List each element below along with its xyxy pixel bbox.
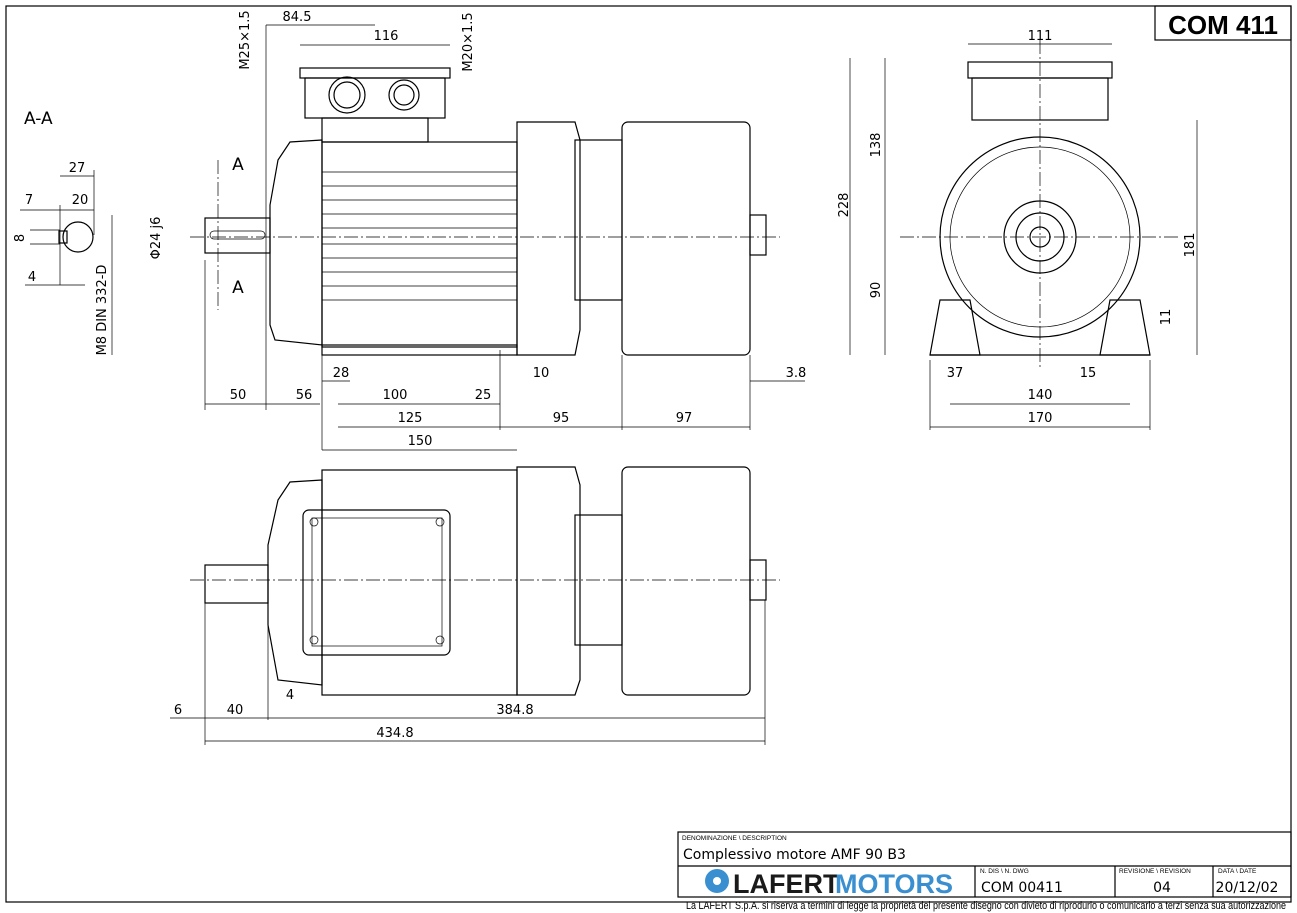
drawing-no: COM 00411 [981,880,1063,896]
dim-3-8: 3.8 [786,366,807,381]
dim-140: 140 [1028,388,1053,403]
dim-95: 95 [553,411,570,426]
dim-20: 20 [72,193,89,208]
dim-28: 28 [333,366,350,381]
dim-100: 100 [383,388,408,403]
dim-111: 111 [1028,29,1053,44]
section-mark-a-top: A [232,155,244,175]
copyright-footer: La LAFERT S.p.A. si riserva a termini di… [686,900,1286,912]
dim-8: 8 [13,234,28,242]
code-box [1154,5,1292,41]
dim-25: 25 [475,388,492,403]
dim-40: 40 [227,703,244,718]
revision-label: REVISIONE \ REVISION [1119,868,1191,875]
dim-170: 170 [1028,411,1053,426]
dim-50: 50 [230,388,247,403]
dim-138: 138 [869,133,884,158]
dim-11: 11 [1159,309,1174,326]
logo-text-motors: MOTORS [835,869,953,899]
description-label: DENOMINAZIONE \ DESCRIPTION [682,835,787,842]
dim-90: 90 [869,282,884,299]
dim-10: 10 [533,366,550,381]
section-mark-a-bottom: A [232,278,244,298]
dim-97: 97 [676,411,693,426]
dim-228: 228 [837,193,852,218]
date-label: DATA \ DATE [1218,868,1257,875]
dim-434-8: 434.8 [376,726,413,741]
dim-shaft-diameter: Φ24 j6 [149,217,164,260]
dim-4-top: 4 [286,688,294,703]
drawing-no-label: N. DIS \ N. DWG [980,868,1029,875]
top-view: 6 40 4 384.8 434.8 [170,466,780,745]
front-view: 111 138 228 90 181 11 37 15 140 170 [837,29,1198,430]
description: Complessivo motore AMF 90 B3 [683,847,906,863]
dim-384-8: 384.8 [496,703,533,718]
revision: 04 [1153,880,1171,896]
title-block: DENOMINAZIONE \ DESCRIPTION Complessivo … [677,831,1292,899]
section-a-a: A-A 27 7 20 8 4 M8 DIN 332-D [13,109,113,356]
dim-m20: M20×1.5 [461,12,476,71]
dim-m25: M25×1.5 [238,10,253,69]
dim-181: 181 [1183,233,1198,258]
dim-125: 125 [398,411,423,426]
section-label: A-A [24,109,53,129]
logo-text-lafert: LAFERT [733,869,840,899]
dim-6: 6 [174,703,182,718]
lafert-logo: LAFERT MOTORS [705,869,953,899]
drawing-border [5,5,1292,903]
dim-56: 56 [296,388,313,403]
dim-84-5: 84.5 [283,10,312,25]
dim-15: 15 [1080,366,1097,381]
code-box-text: COM 411 [1168,10,1278,40]
dim-7: 7 [25,193,33,208]
dim-116: 116 [374,29,399,44]
dim-m8-din: M8 DIN 332-D [95,265,110,356]
dim-37: 37 [947,366,964,381]
dim-150: 150 [408,434,433,449]
dim-27: 27 [69,161,86,176]
dim-4: 4 [28,270,36,285]
side-view: 84.5 116 M25×1.5 M20×1.5 A A Φ24 j6 50 5… [149,10,807,451]
date: 20/12/02 [1216,880,1279,896]
